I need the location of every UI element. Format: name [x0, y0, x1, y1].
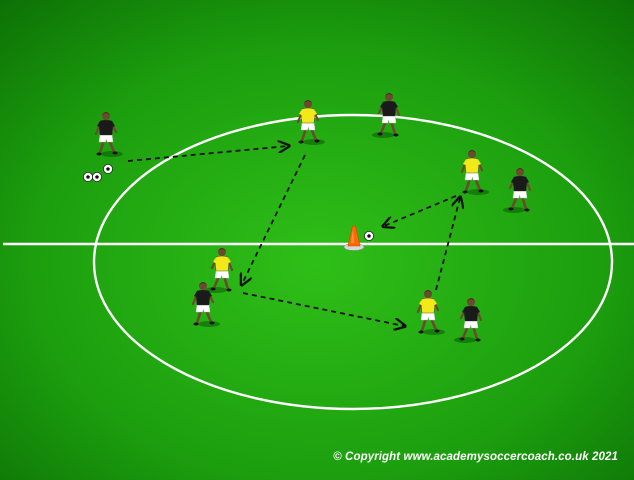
- yellow-player-right: [460, 150, 489, 195]
- ball-center: [363, 230, 375, 242]
- coach-player: [94, 112, 123, 157]
- center-cone: [343, 225, 365, 251]
- yellow-player-bottom: [416, 290, 445, 335]
- pass-arrow-bottom-to-right: [435, 198, 460, 291]
- yellow-player-left: [205, 248, 234, 293]
- black-player-left: [191, 282, 220, 327]
- center-circle: [92, 113, 614, 411]
- copyright-text: © Copyright www.academysoccercoach.co.uk…: [333, 451, 618, 463]
- players: [94, 93, 532, 343]
- black-player-right: [503, 168, 532, 213]
- pass-arrow-top-to-left: [242, 154, 306, 284]
- pass-arrows: [127, 146, 460, 326]
- black-player-top: [372, 93, 401, 138]
- yellow-player-top: [296, 100, 325, 145]
- pass-arrow-right-to-center: [384, 195, 457, 226]
- black-player-bottom: [454, 298, 483, 343]
- pass-arrow-left-to-bottom: [242, 292, 404, 326]
